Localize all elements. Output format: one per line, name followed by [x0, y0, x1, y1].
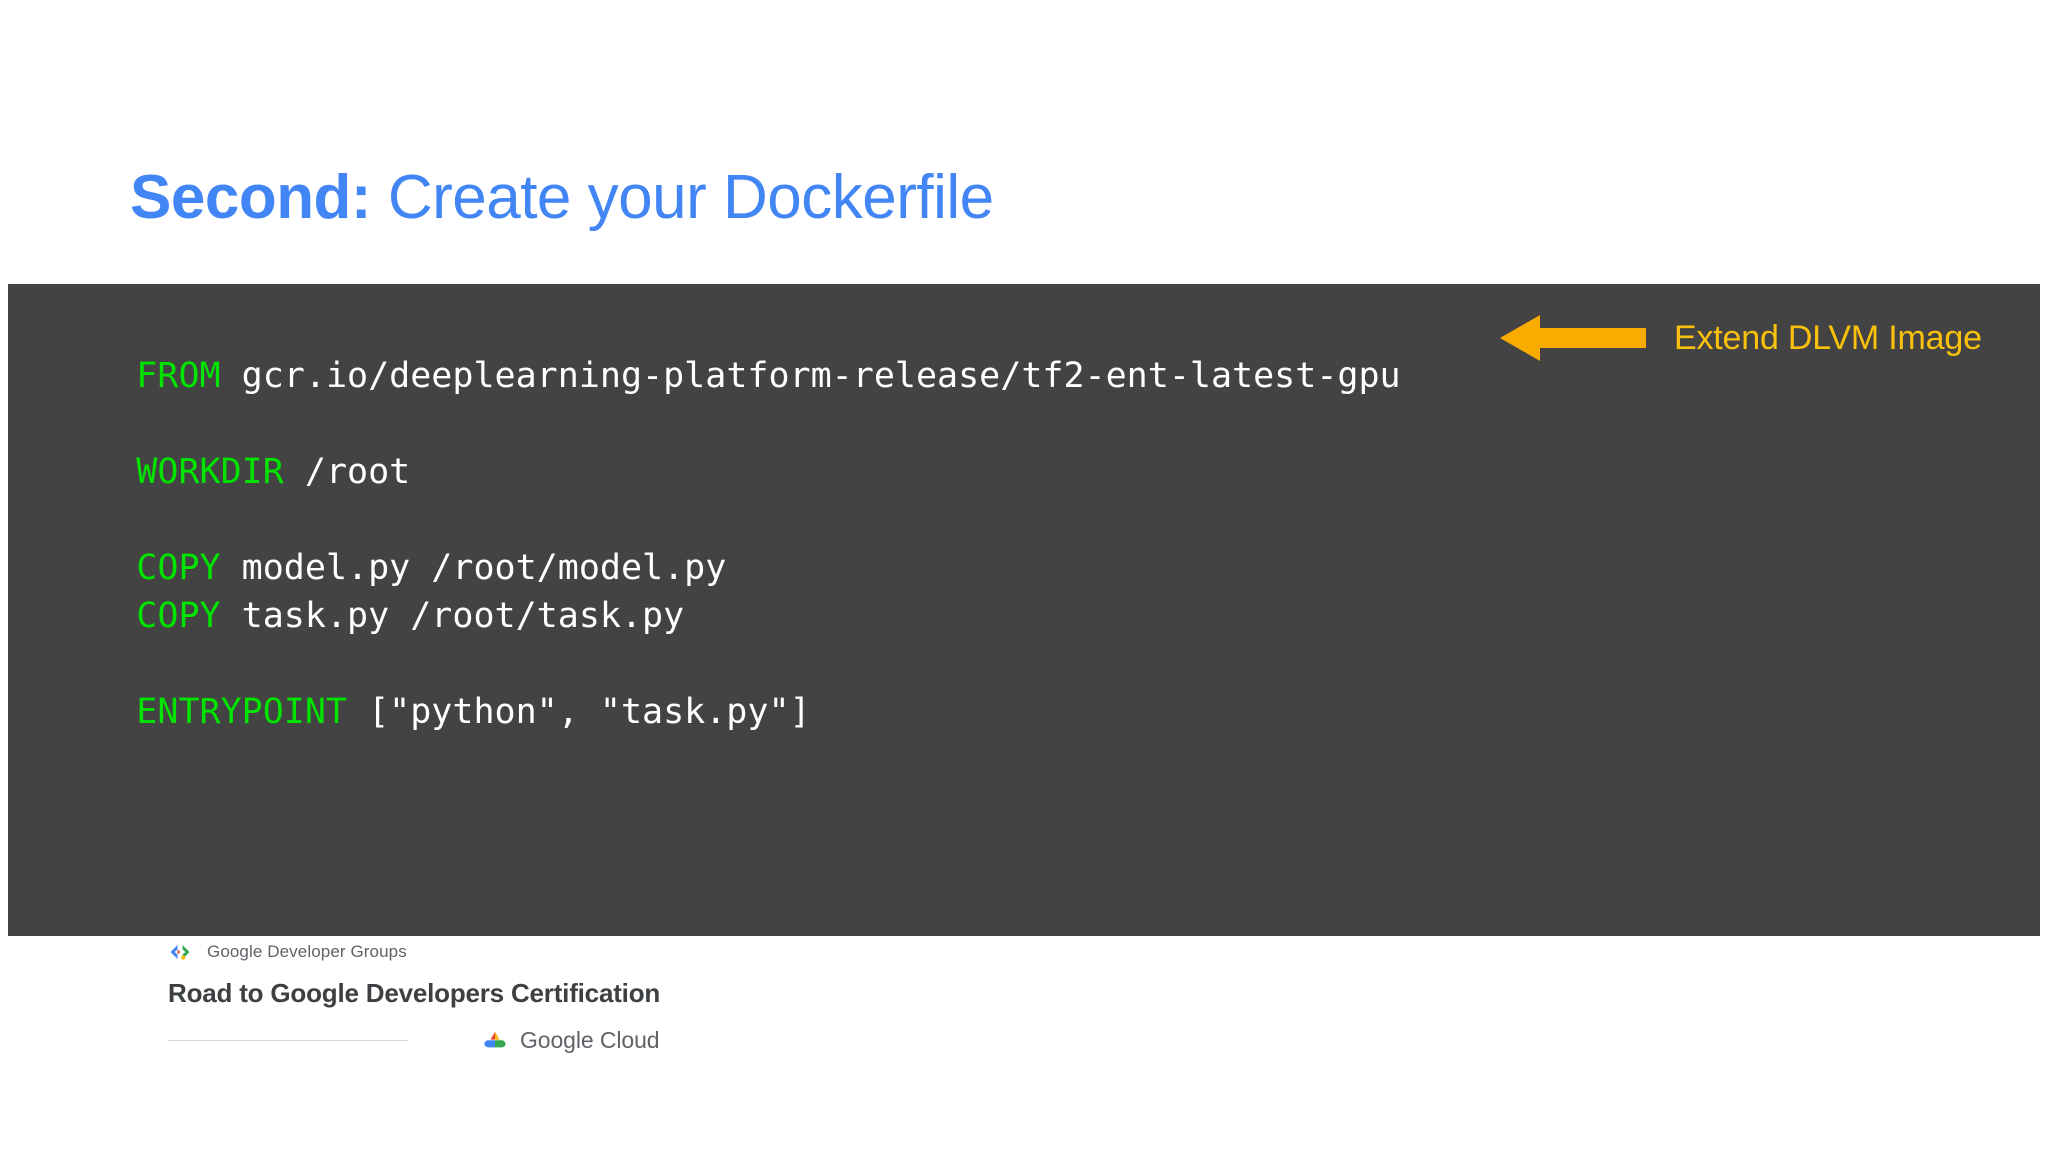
google-cloud-icon — [483, 1032, 507, 1049]
google-developer-groups-icon — [170, 945, 190, 960]
code-text-copy-model: model.py /root/model.py — [220, 548, 727, 588]
code-text-workdir: /root — [283, 452, 411, 492]
page-title-lead: Second: — [130, 162, 372, 232]
code-keyword-copy-model: COPY — [136, 548, 221, 588]
footer-headline: Road to Google Developers Certification — [168, 978, 661, 1008]
code-line-from: FROM gcr.io/deeplearning-platform-releas… — [8, 304, 2040, 396]
code-line-blank-3 — [8, 592, 2040, 640]
google-cloud-row: Google Cloud — [480, 1026, 660, 1054]
google-cloud-label: Google Cloud — [520, 1026, 660, 1053]
code-line-workdir: WORKDIR /root — [8, 400, 2040, 492]
code-keyword-workdir: WORKDIR — [136, 452, 284, 492]
code-line-entrypoint: ENTRYPOINT ["python", "task.py"] — [8, 640, 2040, 732]
dockerfile-code-block: FROM gcr.io/deeplearning-platform-releas… — [8, 284, 2040, 936]
code-keyword-from: FROM — [136, 356, 221, 396]
code-line-copy-model: COPY model.py /root/model.py — [8, 496, 2040, 588]
code-line-blank-2 — [8, 448, 2040, 496]
gdg-row: Google Developer Groups — [168, 940, 728, 964]
page-title-rest: Create your Dockerfile — [371, 162, 994, 232]
callout-annotation: Extend DLVM Image — [1500, 312, 1982, 364]
gdg-label: Google Developer Groups — [207, 942, 407, 961]
code-text-from: gcr.io/deeplearning-platform-release/tf2… — [220, 356, 1401, 396]
code-text-entrypoint: ["python", "task.py"] — [347, 692, 811, 732]
code-line-copy-task: COPY task.py /root/task.py — [8, 544, 2040, 636]
arrow-left-icon — [1500, 315, 1646, 361]
code-text-copy-task: task.py /root/task.py — [220, 596, 685, 636]
footer-bottom-row: Google Cloud — [168, 1025, 728, 1055]
footer-divider — [168, 1039, 408, 1041]
page-title: Second: Create your Dockerfile — [130, 162, 994, 233]
code-keyword-entrypoint: ENTRYPOINT — [136, 692, 348, 732]
footer-branding: Google Developer Groups Road to Google D… — [168, 940, 728, 1055]
code-keyword-copy-task: COPY — [136, 596, 221, 636]
callout-label: Extend DLVM Image — [1674, 318, 1982, 357]
